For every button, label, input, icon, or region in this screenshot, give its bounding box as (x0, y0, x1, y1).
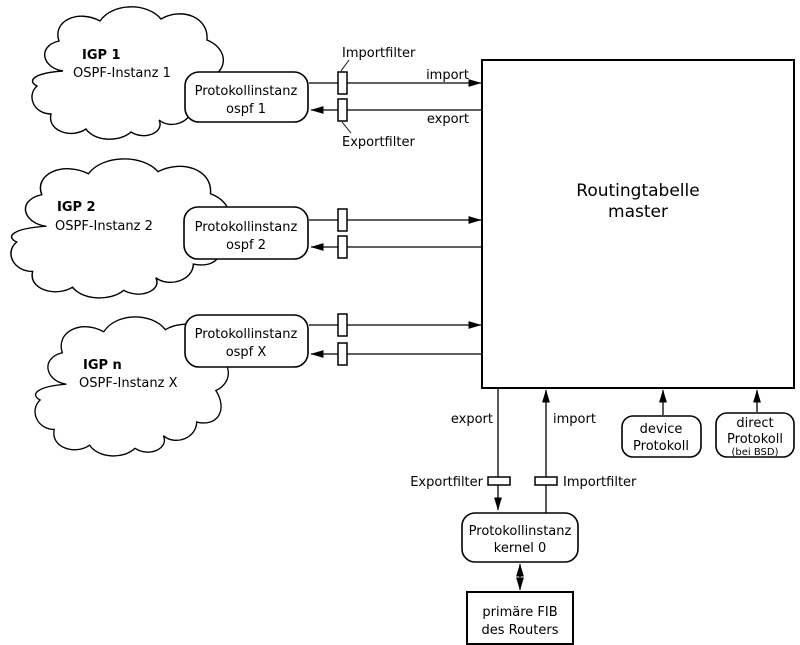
direct-protocol-line3: (bei BSD) (732, 447, 779, 458)
ospf2-box-line1: Protokollinstanz (195, 220, 298, 235)
export-bottom-label: export (451, 412, 493, 427)
importfilter-bottom-label: Importfilter (563, 475, 637, 490)
ospfX-export-filter (337, 342, 348, 366)
fib-box (466, 591, 574, 645)
exportfilter-bottom-label: Exportfilter (410, 475, 483, 490)
importfilter-top-label: Importfilter (342, 46, 416, 61)
ospf2-import-filter (337, 208, 348, 232)
device-protocol-line1: device (640, 422, 683, 437)
direct-protocol-line1: direct (736, 416, 773, 431)
ospfX-box-line1: Protokollinstanz (195, 327, 298, 342)
routing-table-line1: Routingtabelle (576, 181, 699, 201)
cloud2-subtitle: OSPF-Instanz 2 (55, 219, 153, 234)
fib-line2: des Routers (481, 623, 558, 638)
ospf2-export-filter (337, 235, 348, 259)
ospfX-import-filter (337, 313, 348, 337)
device-protocol-line2: Protokoll (633, 439, 689, 454)
ospf2-box-line2: ospf 2 (226, 238, 266, 253)
routing-table-line2: master (608, 202, 668, 222)
cloud1-title: IGP 1 (82, 48, 121, 63)
cloud3-subtitle: OSPF-Instanz X (79, 376, 178, 391)
import-bottom-label: import (553, 412, 596, 427)
protocol-instance-ospf2-box (183, 206, 309, 260)
export-top-label: export (427, 112, 469, 127)
ospf1-box-line2: ospf 1 (226, 102, 266, 117)
ospfX-box-line2: ospf X (226, 345, 267, 360)
protocol-instance-ospf1-box (184, 71, 309, 123)
kernel-instance-line1: Protokollinstanz (469, 524, 572, 539)
import-top-label: import (426, 68, 469, 83)
ospf1-export-filter (337, 98, 348, 122)
routing-table-box (481, 59, 795, 389)
fib-line1: primäre FIB (482, 605, 557, 620)
exportfilter-leader-line (341, 121, 352, 134)
kernel-import-filter (534, 476, 558, 486)
ospf1-box-line1: Protokollinstanz (195, 84, 298, 99)
cloud1-subtitle: OSPF-Instanz 1 (73, 66, 171, 81)
direct-protocol-box (715, 412, 795, 458)
kernel-instance-line2: kernel 0 (494, 541, 546, 556)
kernel-export-filter (487, 476, 511, 486)
cloud2-title: IGP 2 (57, 200, 96, 215)
ospf1-import-filter (337, 71, 348, 95)
direct-protocol-line2: Protokoll (727, 432, 783, 447)
kernel-instance-box (461, 512, 579, 563)
importfilter-leader-line (340, 59, 350, 72)
device-protocol-box (621, 415, 702, 458)
protocol-instance-ospfX-box (184, 314, 309, 368)
exportfilter-top-label: Exportfilter (342, 135, 415, 150)
cloud3-title: IGP n (83, 358, 122, 373)
